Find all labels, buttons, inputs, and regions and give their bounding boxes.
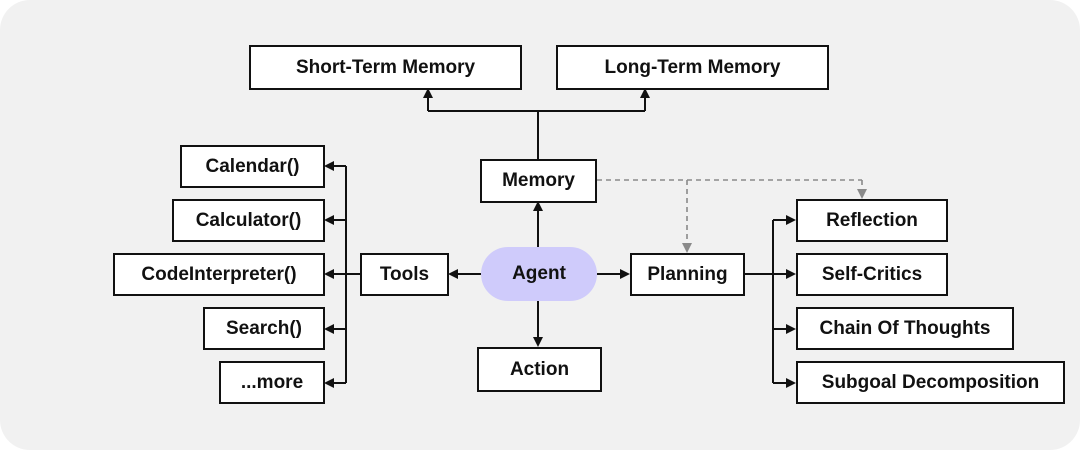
tool-item-codeinterpreter: CodeInterpreter() (113, 253, 325, 296)
planning-node: Planning (630, 253, 745, 296)
short-term-memory-node: Short-Term Memory (249, 45, 522, 90)
action-node: Action (477, 347, 602, 392)
planning-item-subgoal-decomposition: Subgoal Decomposition (796, 361, 1065, 404)
planning-item-reflection: Reflection (796, 199, 948, 242)
tools-node: Tools (360, 253, 449, 296)
long-term-memory-node: Long-Term Memory (556, 45, 829, 90)
planning-item-chain-of-thoughts: Chain Of Thoughts (796, 307, 1014, 350)
tool-item-calendar: Calendar() (180, 145, 325, 188)
agent-node: Agent (481, 247, 597, 301)
planning-item-self-critics: Self-Critics (796, 253, 948, 296)
tool-item-more: ...more (219, 361, 325, 404)
tool-item-calculator: Calculator() (172, 199, 325, 242)
memory-node: Memory (480, 159, 597, 203)
tool-item-search: Search() (203, 307, 325, 350)
